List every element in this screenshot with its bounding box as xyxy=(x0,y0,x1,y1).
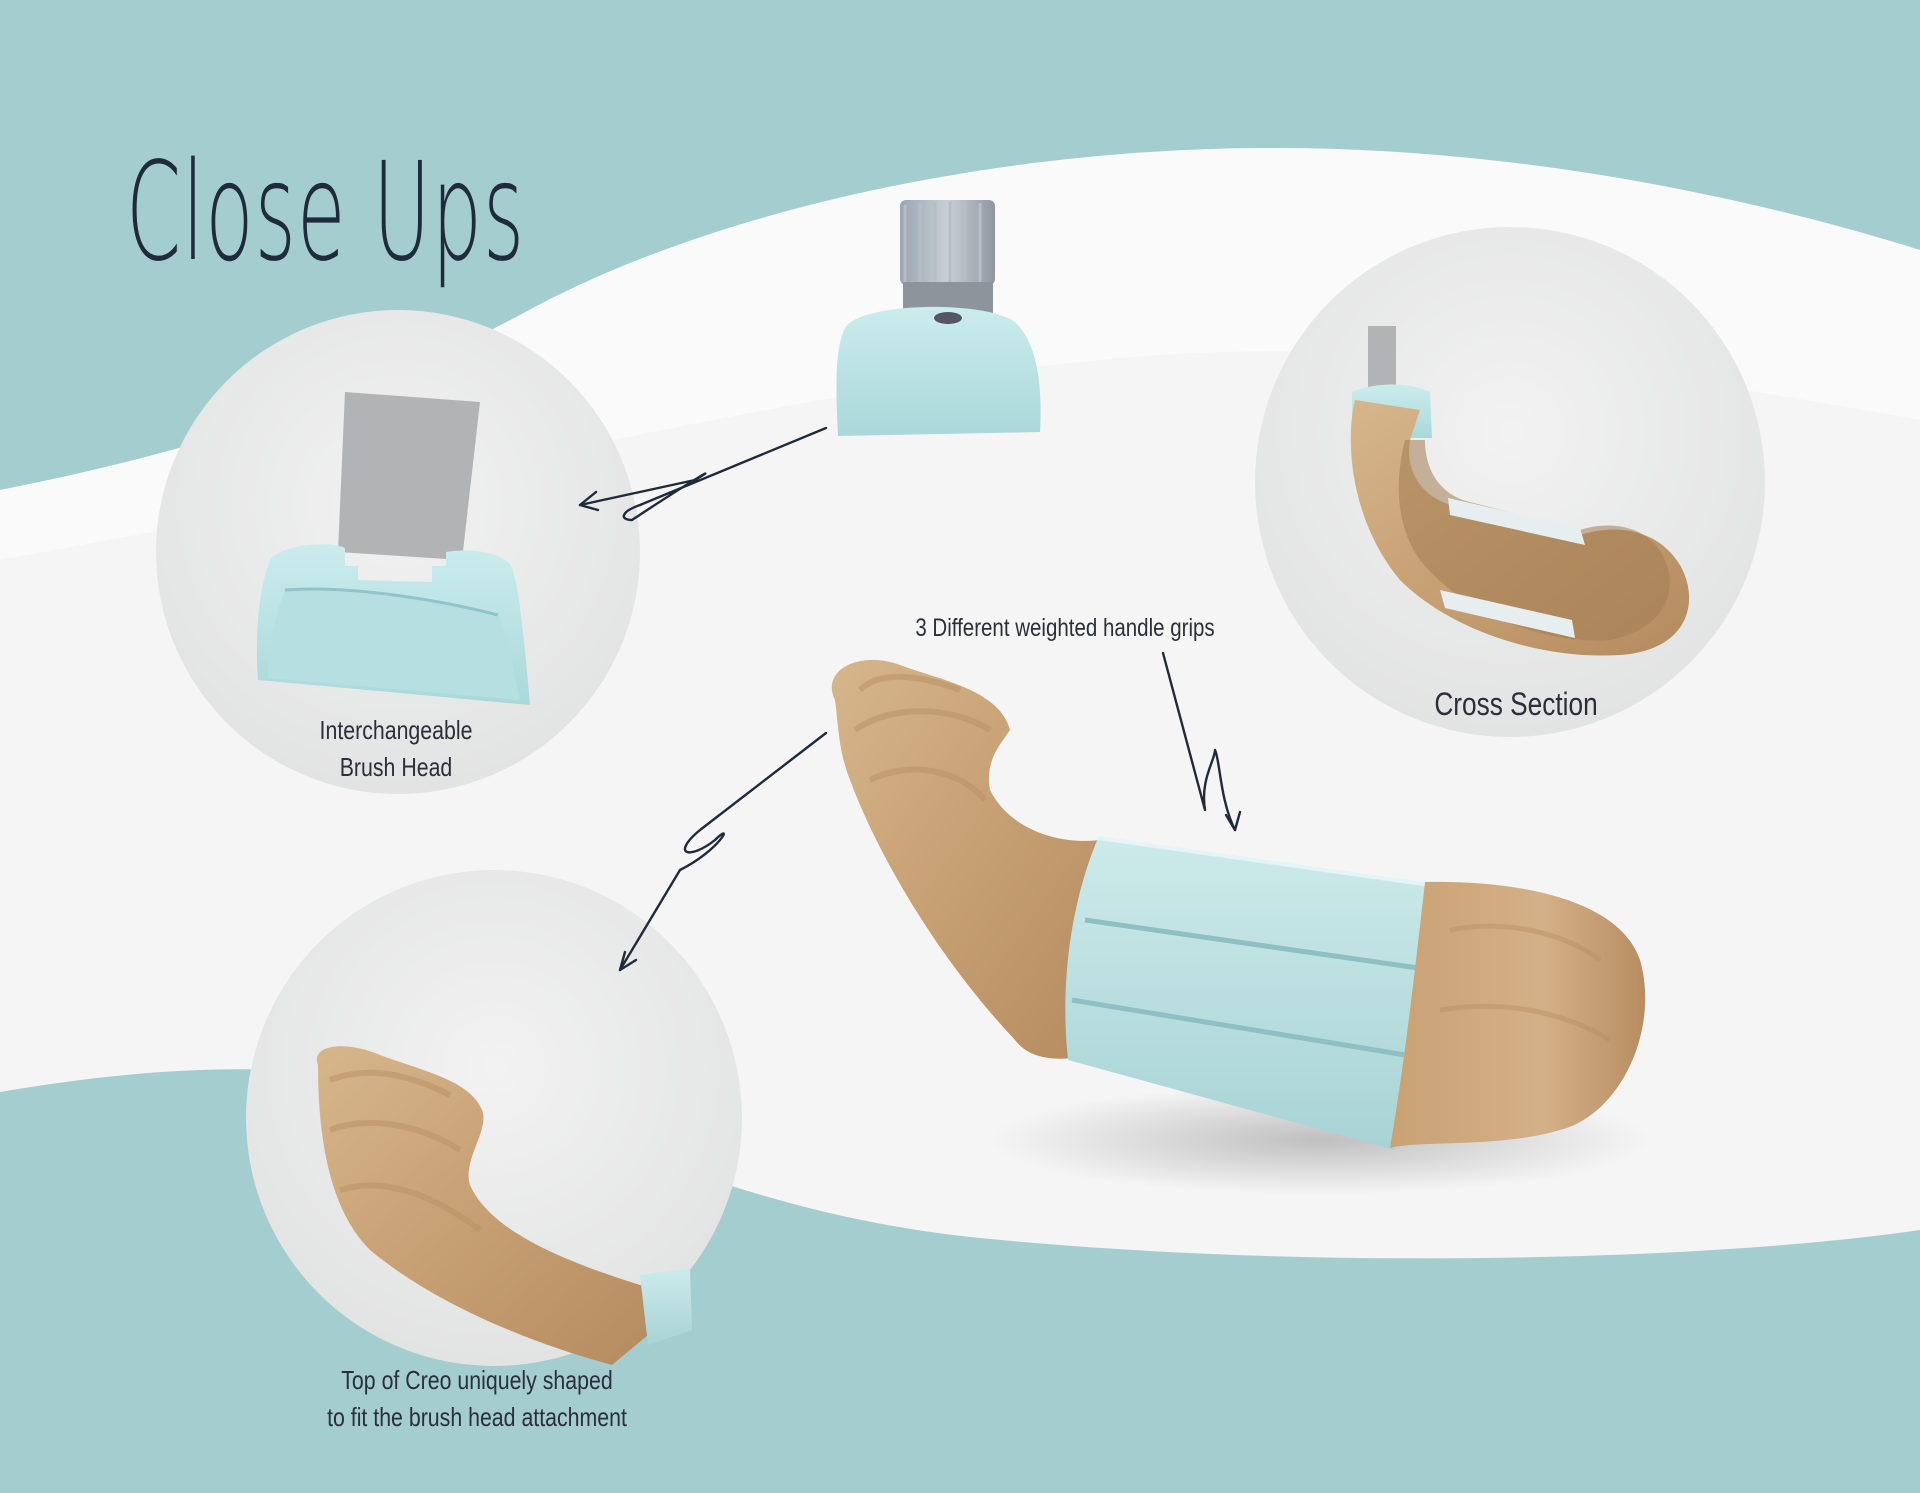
brush-head-closeup-icon xyxy=(256,392,530,705)
grips-caption: 3 Different weighted handle grips xyxy=(915,614,1215,642)
top-shape-caption-line2: to fit the brush head attachment xyxy=(327,1402,627,1432)
top-shape-caption: Top of Creo uniquely shaped to fit the b… xyxy=(313,1362,641,1436)
brush-head-icon xyxy=(836,200,1041,436)
handle-icon xyxy=(831,659,1646,1150)
top-shape-closeup-icon xyxy=(316,1046,692,1365)
cross-section-closeup-circle xyxy=(1255,227,1765,737)
brush-head-caption-line1: Interchangeable xyxy=(319,715,473,745)
brush-head-caption-line2: Brush Head xyxy=(339,752,453,782)
cross-section-caption: Cross Section xyxy=(1434,686,1598,722)
top-shape-caption-line1: Top of Creo uniquely shaped xyxy=(341,1365,613,1395)
arrow-icon xyxy=(578,426,1242,972)
cross-section-icon xyxy=(1350,326,1690,656)
brush-head-caption: Interchangeable Brush Head xyxy=(314,712,478,786)
page-title: Close Ups xyxy=(126,134,526,292)
